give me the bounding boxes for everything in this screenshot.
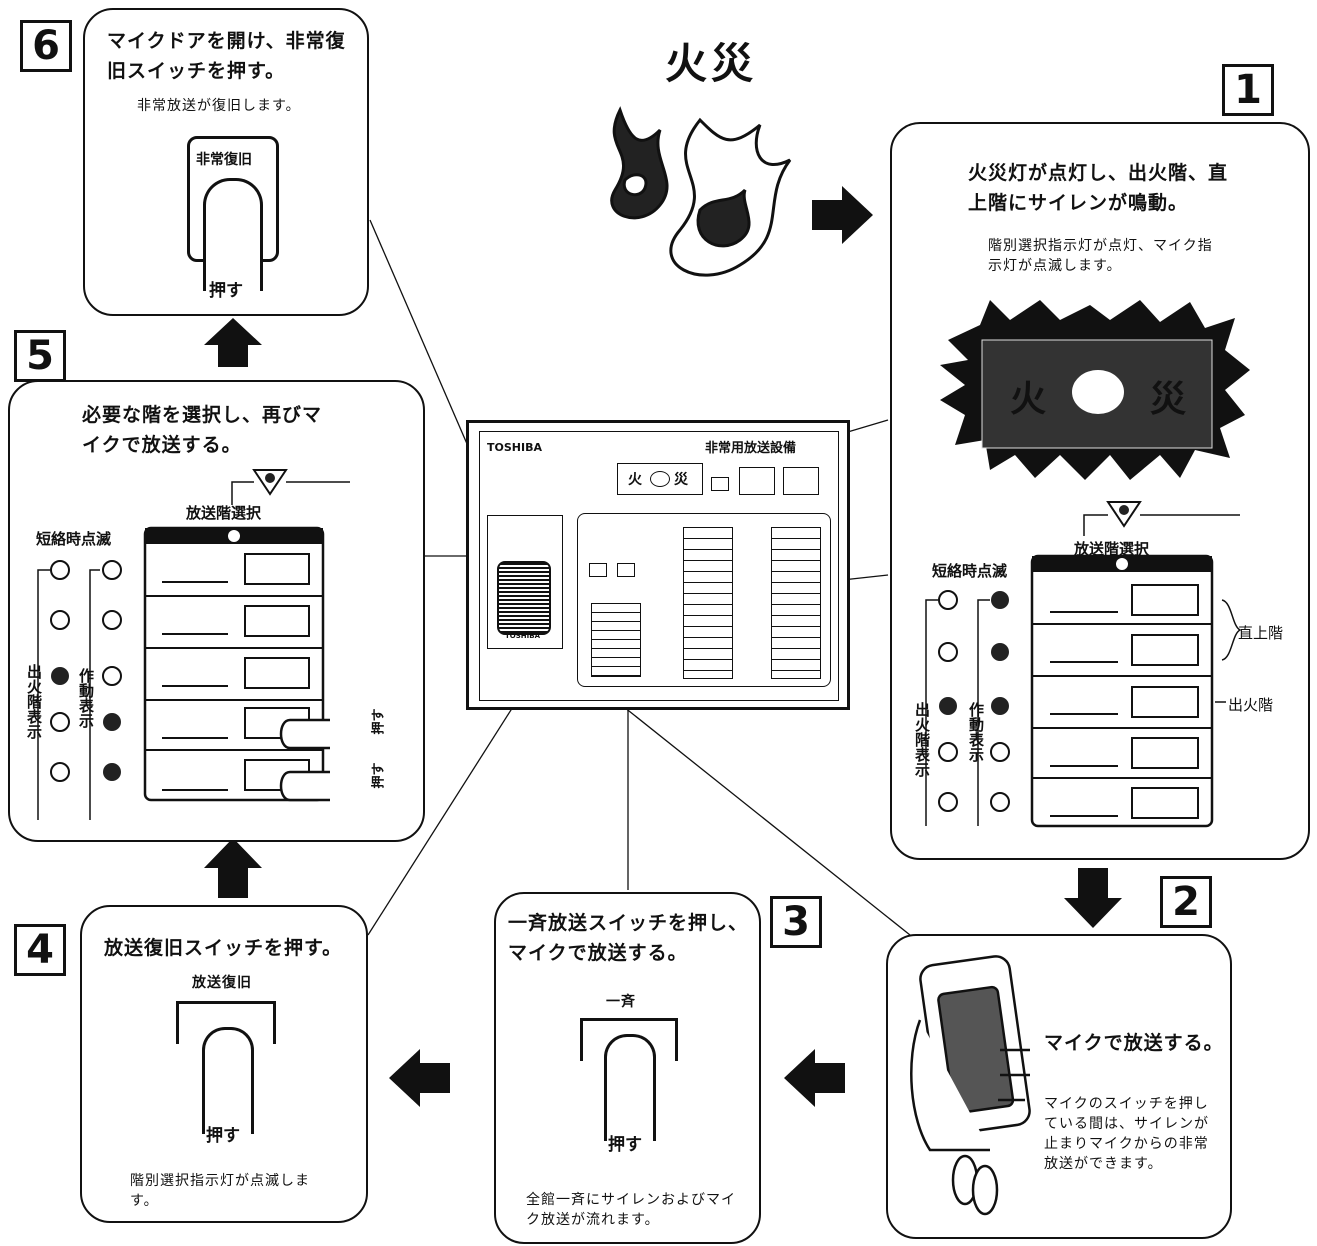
fire-title: 火災: [665, 39, 758, 88]
broadcast-reset-switch[interactable]: [176, 1001, 276, 1044]
step-4-number: 4: [14, 924, 66, 976]
device-meter-2: [783, 467, 819, 495]
device-selector-bank-mid: [683, 527, 733, 679]
device-fire-right: 災: [674, 472, 688, 488]
step-3-number: 3: [770, 896, 822, 948]
device-selector-bank-left: [591, 603, 641, 677]
all-call-switch[interactable]: [580, 1018, 678, 1061]
device-mic-icon: [497, 561, 551, 635]
device-mic-brand: TOSHIBA: [505, 632, 540, 640]
finger-icon: [203, 178, 263, 291]
step-4-panel: 放送復旧スイッチを押す。 放送復旧 押す 階別選択指示灯が点滅します。: [80, 905, 368, 1223]
step-1-heading: 火災灯が点灯し、出火階、直上階にサイレンが鳴動。: [968, 162, 1229, 214]
step-4-note: 階別選択指示灯が点滅します。: [130, 1173, 310, 1209]
step-4-finger-icon: [202, 1027, 254, 1134]
step-3-switch-label: 一斉: [606, 994, 636, 1010]
device-fire-lamp: 火 災: [617, 463, 703, 495]
flow-arrows: [204, 186, 1122, 1107]
step-6-press: 押す: [209, 281, 243, 301]
step-6-panel: マイクドアを開け、非常復旧スイッチを押す。 非常放送が復旧します。 非常復旧 押…: [83, 8, 369, 316]
step-4-press: 押す: [206, 1126, 240, 1146]
pa-device: TOSHIBA 非常用放送設備 火 災 TOSHIBA: [466, 420, 850, 710]
device-fire-left: 火: [628, 472, 642, 488]
step-2-number: 2: [1160, 876, 1212, 928]
step-1-short-blink-label: 短絡時点滅: [932, 562, 1008, 580]
fire-lamp-left-char: 火: [1010, 379, 1047, 420]
device-meter-1: [739, 467, 775, 495]
step-5-heading: 必要な階を選択し、再びマイクで放送する。: [82, 404, 323, 456]
device-all-call-button[interactable]: [589, 563, 607, 577]
device-indicator-1: [711, 477, 729, 491]
step-3-heading: 一斉放送スイッチを押し、マイクで放送する。: [508, 912, 749, 964]
step-4-switch-label: 放送復旧: [192, 975, 252, 991]
step-2-panel: マイクで放送する。 マイクのスイッチを押している間は、サイレンが止まりマイクから…: [886, 934, 1232, 1239]
step-5-short-blink-label: 短絡時点滅: [36, 530, 112, 548]
step-1-operation-label: 作動表示: [967, 702, 985, 762]
step-2-heading: マイクで放送する。: [1044, 1032, 1224, 1054]
emergency-reset-label: 非常復旧: [196, 152, 252, 168]
step-1-number: 1: [1222, 64, 1274, 116]
step-1-floor-select-label: 放送階選択: [1074, 540, 1150, 558]
step-3-note: 全館一斉にサイレンおよびマイク放送が流れます。: [526, 1192, 736, 1228]
device-reset-button[interactable]: [617, 563, 635, 577]
step-3-panel: 一斉放送スイッチを押し、マイクで放送する。 一斉 押す 全館一斉にサイレンおよび…: [494, 892, 761, 1244]
step-5-floor-select-label: 放送階選択: [186, 504, 262, 522]
fire-lamp-right-char: 災: [1150, 379, 1187, 420]
device-mic-door: [487, 515, 563, 649]
upper-floor-label: 直上階: [1238, 624, 1284, 642]
step-3-press: 押す: [608, 1135, 642, 1155]
fire-floor-label: 出火階: [1228, 696, 1274, 714]
device-selector-bank-right: [771, 527, 821, 679]
device-fire-lens: [650, 471, 670, 487]
device-name: 非常用放送設備: [705, 441, 797, 456]
step-6-note: 非常放送が復旧します。: [137, 98, 301, 114]
step-4-heading: 放送復旧スイッチを押す。: [104, 937, 343, 959]
step-1-note: 階別選択指示灯が点灯、マイク指示灯が点滅します。: [988, 238, 1213, 274]
step-3-finger-icon: [604, 1034, 656, 1141]
step-6-number: 6: [20, 20, 72, 72]
step-2-note: マイクのスイッチを押している間は、サイレンが止まりマイクからの非常放送ができます…: [1044, 1096, 1209, 1172]
device-inner-frame: [479, 431, 839, 701]
device-control-panel: [577, 513, 831, 687]
step-6-heading: マイクドアを開け、非常復旧スイッチを押す。: [107, 30, 346, 82]
device-brand: TOSHIBA: [487, 441, 542, 454]
